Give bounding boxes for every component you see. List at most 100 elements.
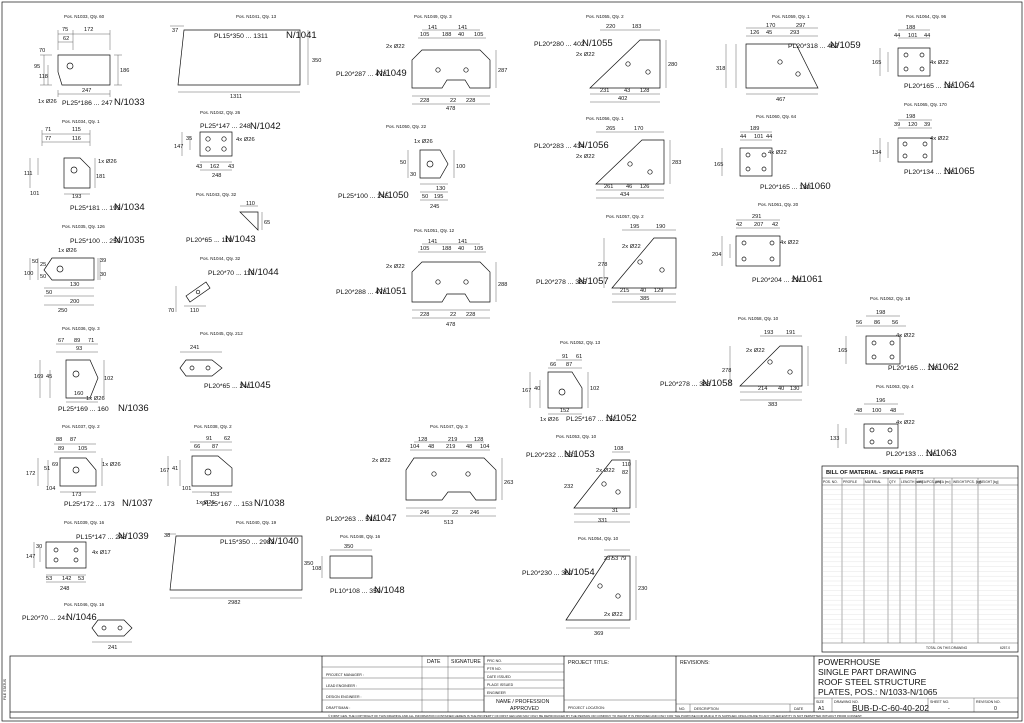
svg-text:188: 188: [442, 32, 451, 38]
svg-text:25: 25: [40, 262, 46, 268]
svg-text:N/1038: N/1038: [254, 498, 285, 509]
svg-text:147: 147: [174, 144, 183, 150]
bom-column-header: MATERIAL: [865, 480, 881, 484]
svg-text:126: 126: [640, 184, 649, 190]
svg-text:PL20*278 ... 385: PL20*278 ... 385: [536, 279, 587, 286]
svg-text:126: 126: [750, 30, 759, 36]
design-engineer: DESIGN ENGINEER :: [326, 695, 362, 699]
svg-text:PL25*181 ... 193: PL25*181 ... 193: [70, 205, 121, 212]
svg-text:45: 45: [46, 374, 52, 380]
svg-text:1x Ø26: 1x Ø26: [86, 396, 105, 402]
part-n1063: Pos. N1063, Qty. 4 196 48 100 48 133 4x …: [830, 384, 957, 459]
svg-text:116: 116: [72, 136, 81, 142]
plate-outline: [589, 39, 661, 89]
svg-text:130: 130: [790, 386, 799, 392]
svg-text:2x Ø22: 2x Ø22: [622, 244, 641, 250]
plate-outline: [91, 619, 133, 637]
svg-text:50: 50: [422, 194, 428, 200]
svg-text:44: 44: [766, 134, 772, 140]
svg-text:N/1063: N/1063: [926, 448, 957, 459]
svg-text:22: 22: [450, 312, 456, 318]
svg-text:44: 44: [740, 134, 746, 140]
svg-text:104: 104: [480, 444, 489, 450]
svg-text:1x Ø26: 1x Ø26: [414, 139, 433, 145]
svg-text:293: 293: [790, 30, 799, 36]
svg-text:173: 173: [72, 492, 81, 498]
part-n1039: Pos. N1039, Qty. 16 147 30 53 142 53 248…: [26, 520, 149, 592]
svg-text:141: 141: [458, 239, 467, 245]
revision-description-header: DESCRIPTION: [694, 707, 719, 711]
plate-outline: [897, 47, 931, 77]
part-n1056: Pos. N1056, Qty. 1 265 170 261 46 126 43…: [534, 116, 681, 199]
part-n1060: Pos. N1060, Qty. 64 189 44 101 44 165 4x…: [714, 114, 831, 192]
svg-text:PL20*65 ... 110: PL20*65 ... 110: [186, 237, 233, 244]
svg-text:Pos. N1061, Qty. 20: Pos. N1061, Qty. 20: [758, 202, 799, 207]
svg-text:402: 402: [618, 96, 627, 102]
svg-text:PL20*287 ... 478: PL20*287 ... 478: [336, 71, 387, 78]
svg-text:165: 165: [838, 348, 847, 354]
svg-text:152: 152: [560, 408, 569, 414]
svg-text:111: 111: [24, 171, 33, 177]
svg-text:53: 53: [78, 576, 84, 582]
svg-text:88: 88: [56, 437, 62, 443]
svg-text:181: 181: [96, 174, 105, 180]
svg-text:228: 228: [420, 98, 429, 104]
svg-text:71: 71: [45, 127, 51, 133]
svg-text:53: 53: [612, 556, 618, 562]
svg-text:PL20*230 ... 369: PL20*230 ... 369: [522, 570, 573, 577]
part-n1053: Pos. N1053, Qty. 10 108 110 82 232 31 33…: [526, 434, 637, 524]
svg-text:91: 91: [562, 354, 568, 360]
svg-text:167: 167: [160, 468, 169, 474]
svg-text:39: 39: [924, 122, 930, 128]
svg-text:Pos. N1054, Qty. 10: Pos. N1054, Qty. 10: [578, 536, 619, 541]
svg-text:513: 513: [444, 520, 453, 526]
svg-text:45: 45: [766, 30, 772, 36]
svg-text:190: 190: [656, 224, 665, 230]
svg-text:350: 350: [312, 58, 321, 64]
svg-text:4x Ø22: 4x Ø22: [896, 420, 915, 426]
svg-text:100: 100: [24, 271, 33, 277]
svg-text:86: 86: [874, 320, 880, 326]
svg-text:30: 30: [410, 172, 416, 178]
svg-text:40: 40: [640, 288, 646, 294]
svg-text:Pos. N1037, Qty. 2: Pos. N1037, Qty. 2: [62, 424, 100, 429]
part-n1036: Pos. N1036, Qty. 3 67 89 71 93 169 45 10…: [34, 326, 149, 414]
copyright-note: © FIRST GEN. THE COPYRIGHT OF THIS DRAWI…: [328, 714, 863, 718]
part-n1037: Pos. N1037, Qty. 2 88 87 89 105 172 51 6…: [26, 424, 153, 509]
svg-text:48: 48: [890, 408, 896, 414]
part-n1040: Pos. N1040, Qty. 19 38 350 2982 PL15*350…: [164, 520, 313, 606]
plate-outline: [611, 237, 677, 289]
plate-outline: [177, 29, 301, 86]
svg-text:133: 133: [830, 436, 839, 442]
part-n1052: Pos. N1052, Qty. 13 91 61 66 87 167 40 1…: [522, 340, 637, 424]
svg-text:118: 118: [39, 74, 48, 80]
svg-text:41: 41: [172, 466, 178, 472]
svg-text:N/1040: N/1040: [268, 536, 299, 547]
svg-text:95: 95: [34, 64, 40, 70]
svg-text:280: 280: [668, 62, 677, 68]
svg-text:265: 265: [606, 126, 615, 132]
svg-text:105: 105: [78, 446, 87, 452]
bom-column-header: QTY.: [889, 480, 897, 484]
svg-text:385: 385: [640, 296, 649, 302]
svg-text:Pos. N1045, Qty. 212: Pos. N1045, Qty. 212: [200, 331, 243, 336]
svg-text:48: 48: [466, 444, 472, 450]
bom-column-header: POS. NO.: [823, 480, 838, 484]
svg-text:50: 50: [40, 274, 46, 280]
svg-text:198: 198: [906, 114, 915, 120]
svg-text:134: 134: [872, 150, 881, 156]
svg-text:62: 62: [63, 36, 69, 42]
plate-outline: [329, 555, 373, 579]
svg-text:PL20*283 ... 434: PL20*283 ... 434: [534, 143, 585, 150]
svg-text:46: 46: [626, 184, 632, 190]
svg-text:N/1059: N/1059: [830, 40, 861, 51]
svg-text:Pos. N1048, Qty. 16: Pos. N1048, Qty. 16: [340, 534, 381, 539]
plate-outline: [179, 359, 223, 377]
svg-text:100: 100: [872, 408, 881, 414]
svg-text:40: 40: [458, 246, 464, 252]
svg-text:248: 248: [60, 586, 69, 592]
svg-text:232: 232: [564, 484, 573, 490]
svg-text:101: 101: [754, 134, 763, 140]
svg-text:PL20*134 ... 198: PL20*134 ... 198: [904, 169, 955, 176]
svg-text:N/1055: N/1055: [582, 38, 613, 49]
